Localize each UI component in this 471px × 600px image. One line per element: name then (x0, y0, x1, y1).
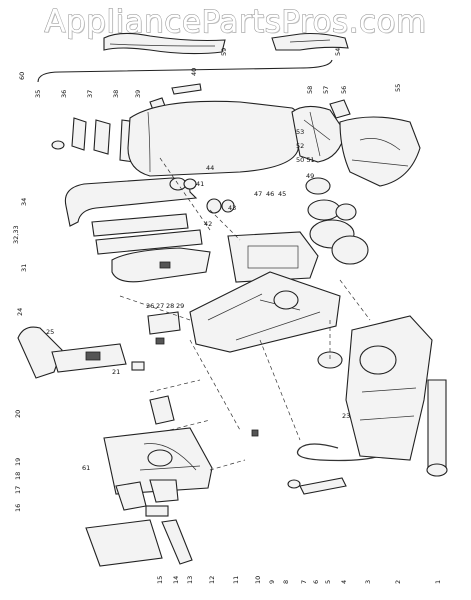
part-59-bag[interactable] (103, 32, 226, 55)
callout-21: 21 (112, 368, 120, 376)
callout-58: 58 (306, 86, 314, 94)
callout-45: 45 (278, 190, 286, 198)
part-37-filter[interactable] (93, 119, 111, 155)
callout-35: 35 (34, 90, 42, 98)
callout-32-33: 32,33 (12, 225, 20, 244)
callout-37: 37 (86, 90, 94, 98)
callout-13: 13 (186, 576, 194, 584)
bracket-60 (37, 59, 333, 83)
callout-16: 16 (14, 504, 22, 512)
callout-59: 59 (220, 48, 228, 56)
callout-46: 46 (266, 190, 274, 198)
part-54-tool[interactable] (271, 32, 349, 51)
callout-42: 42 (204, 220, 212, 228)
callout-34: 34 (20, 198, 28, 206)
part-25-handle-tube[interactable] (51, 343, 127, 373)
part-41-hose-cuff[interactable] (169, 177, 197, 191)
part-49-motor[interactable] (305, 177, 369, 265)
part-26-29-bracket[interactable] (147, 311, 181, 345)
callout-26: 26 (146, 302, 154, 310)
callout-36: 36 (60, 90, 68, 98)
callout-20: 20 (14, 410, 22, 418)
callout-19: 19 (14, 458, 22, 466)
callout-38: 38 (112, 90, 120, 98)
callout-12: 12 (208, 576, 216, 584)
callout-7: 7 (300, 580, 308, 584)
part-17-tool[interactable] (115, 481, 147, 511)
callout-8: 8 (282, 580, 290, 584)
callout-41: 41 (196, 180, 204, 188)
callout-60: 60 (18, 72, 26, 80)
part-1-brushroll[interactable] (426, 379, 448, 477)
callout-1: 1 (434, 580, 442, 584)
callout-52: 52 (296, 142, 304, 150)
part-4-5-lever[interactable] (299, 477, 347, 495)
callout-50-51: 50 51 (296, 156, 315, 164)
callout-61: 61 (82, 464, 90, 472)
part-20-gasket[interactable] (149, 395, 175, 425)
callout-25: 25 (46, 328, 54, 336)
part-32-33-wands[interactable] (91, 213, 203, 255)
callout-4: 4 (340, 580, 348, 584)
part-40-spring[interactable] (171, 83, 202, 95)
part-57-knob[interactable] (329, 99, 351, 119)
callout-53: 53 (296, 128, 304, 136)
callout-27: 27 (156, 302, 164, 310)
callout-56: 56 (340, 86, 348, 94)
part-13-14-strips[interactable] (161, 519, 193, 565)
callout-23: 23 (342, 412, 350, 420)
callout-55: 55 (394, 84, 402, 92)
callout-39: 39 (134, 90, 142, 98)
callout-49: 49 (306, 172, 314, 180)
part-21-switch[interactable] (131, 361, 145, 371)
callout-31: 31 (20, 264, 28, 272)
callout-9: 9 (268, 580, 276, 584)
callout-29: 29 (176, 302, 184, 310)
callout-54: 54 (334, 48, 342, 56)
callout-28: 28 (166, 302, 174, 310)
part-11-main-body[interactable] (189, 271, 341, 353)
part-35-filter-pin[interactable] (51, 140, 65, 150)
part-45-plate[interactable] (227, 231, 319, 283)
callout-24: 24 (16, 308, 24, 316)
part-31-handle[interactable] (111, 247, 211, 283)
callout-14: 14 (172, 576, 180, 584)
callout-6: 6 (312, 580, 320, 584)
callout-43: 43 (228, 204, 236, 212)
part-18-tool[interactable] (149, 479, 179, 503)
callout-17: 17 (14, 486, 22, 494)
callout-15: 15 (156, 576, 164, 584)
callout-11: 11 (232, 576, 240, 584)
part-2-base[interactable] (345, 315, 433, 461)
callout-40: 40 (190, 68, 198, 76)
callout-2: 2 (394, 580, 402, 584)
callout-18: 18 (14, 472, 22, 480)
callout-10: 10 (254, 576, 262, 584)
part-10-screw[interactable] (251, 429, 259, 437)
part-56-motor-cover[interactable] (339, 116, 421, 187)
part-15-cover-plate[interactable] (85, 519, 163, 567)
part-16-small-wand[interactable] (145, 505, 169, 517)
callout-57: 57 (322, 86, 330, 94)
watermark-logo: AppliancePartsPros.com (44, 4, 427, 41)
callout-3: 3 (364, 580, 372, 584)
part-3-power-cord[interactable] (296, 443, 381, 462)
part-19-bag-door[interactable] (103, 427, 213, 495)
callout-5: 5 (324, 580, 332, 584)
part-36-filter[interactable] (71, 117, 87, 151)
callout-47: 47 (254, 190, 262, 198)
part-43-fitting[interactable] (206, 198, 235, 214)
callout-44: 44 (206, 164, 214, 172)
part-8-spring[interactable] (287, 479, 301, 489)
part-dust-bag[interactable] (127, 100, 300, 177)
assembly-line (119, 157, 371, 471)
part-58-fan-housing[interactable] (291, 105, 346, 163)
part-23-wheel[interactable] (317, 351, 343, 369)
